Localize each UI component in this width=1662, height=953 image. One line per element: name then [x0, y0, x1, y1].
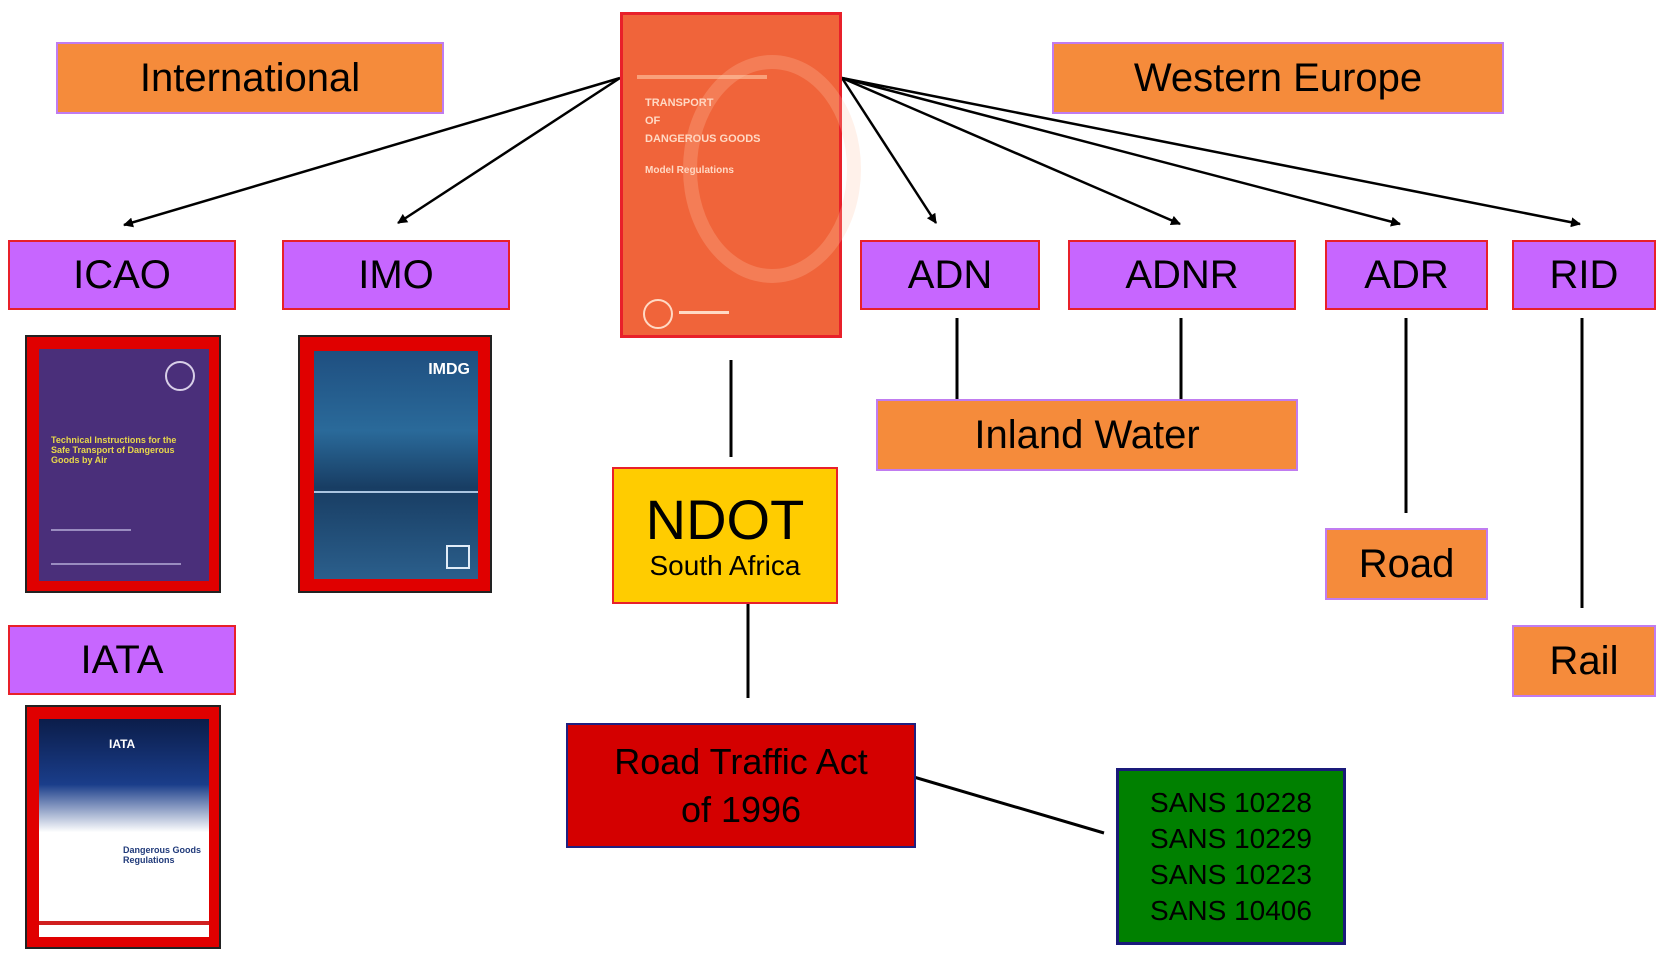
icao-box: ICAO [8, 240, 236, 310]
icao-manual-cover: Technical Instructions for the Safe Tran… [25, 335, 221, 593]
arrow-to-adnr [841, 76, 1181, 226]
road-box: Road [1325, 528, 1488, 600]
rid-box: RID [1512, 240, 1656, 310]
un-cover-line2: OF [645, 115, 661, 127]
imdg-logo: IMDG [428, 361, 470, 378]
iata-manual-cover: IATA Dangerous Goods Regulations [25, 705, 221, 949]
ndot-box: NDOT South Africa [612, 467, 838, 604]
iata-box: IATA [8, 625, 236, 695]
international-label: International [56, 42, 444, 114]
sans-standard-item: SANS 10223 [1150, 858, 1312, 890]
sans-standard-item: SANS 10229 [1150, 822, 1312, 854]
arrow-to-rid [841, 76, 1581, 228]
iata-cover-logo: IATA [109, 737, 136, 751]
arrow-to-adr [841, 76, 1401, 227]
road-traffic-act-line1: Road Traffic Act [614, 740, 868, 782]
un-emblem-icon [643, 299, 673, 329]
icao-emblem-icon [165, 361, 195, 391]
arrow-to-adn [840, 77, 938, 224]
rail-box: Rail [1512, 625, 1656, 697]
western-europe-label: Western Europe [1052, 42, 1504, 114]
arrow-to-imo [397, 76, 621, 225]
imdg-code-cover: IMDG [298, 335, 492, 593]
un-laurel-watermark [683, 55, 861, 283]
adr-box: ADR [1325, 240, 1488, 310]
inland-water-box: Inland Water [876, 399, 1298, 471]
sans-standard-item: SANS 10228 [1150, 786, 1312, 818]
iata-cover-title: Dangerous Goods Regulations [123, 845, 202, 865]
sans-standard-item: SANS 10406 [1150, 894, 1312, 926]
line-rta-to-sans [889, 768, 1105, 835]
arrow-to-icao [123, 76, 621, 228]
un-model-regulations-cover: TRANSPORT OF DANGEROUS GOODS Model Regul… [620, 12, 861, 338]
ndot-title: NDOT [645, 487, 805, 551]
sans-standards-box: SANS 10228 SANS 10229 SANS 10223 SANS 10… [1116, 768, 1346, 945]
icao-manual-title: Technical Instructions for the Safe Tran… [51, 435, 177, 465]
road-traffic-act-line2: of 1996 [680, 788, 802, 830]
imo-emblem-icon [446, 545, 470, 569]
ndot-subtitle: South Africa [649, 549, 801, 581]
adnr-box: ADNR [1068, 240, 1296, 310]
road-traffic-act-box: Road Traffic Act of 1996 [566, 723, 916, 848]
imo-box: IMO [282, 240, 510, 310]
adn-box: ADN [860, 240, 1040, 310]
